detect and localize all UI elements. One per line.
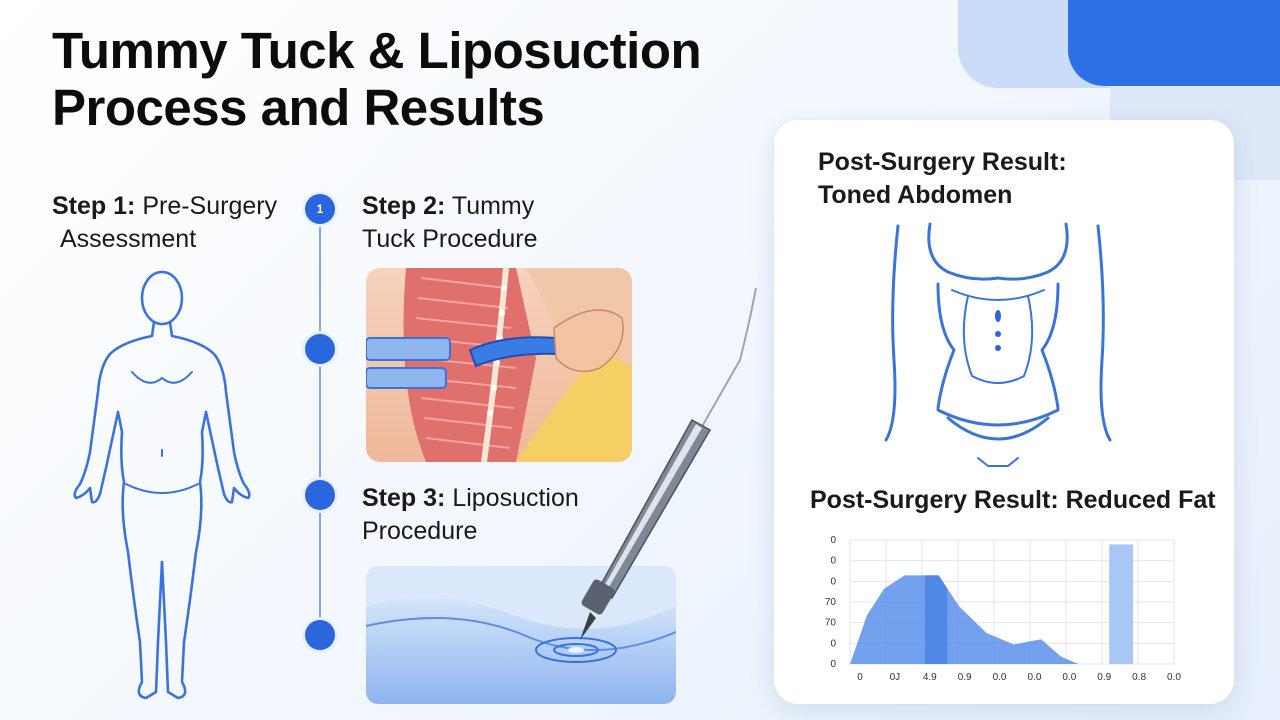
step-2-label: Step 2: Tummy Tuck Procedure (362, 190, 622, 256)
chart-area-series (850, 575, 1079, 664)
x-tick-label: 0 (857, 672, 863, 683)
y-tick-label: 70 (825, 618, 837, 629)
timeline-marker-2 (305, 334, 335, 364)
tummy-tuck-illustration (366, 268, 632, 462)
y-tick-label: 70 (825, 597, 837, 608)
chart-y-ticks: 0 0 70 70 0 0 0 (825, 535, 837, 670)
step-3-text-1: Liposuction (452, 484, 579, 512)
timeline-line (319, 206, 321, 638)
x-tick-label: 0.8 (1132, 672, 1146, 683)
page-title: Tummy Tuck & Liposuction Process and Res… (52, 22, 702, 136)
chart-bar-series (1109, 544, 1134, 664)
timeline-marker-4 (305, 620, 335, 650)
toned-title-line-2: Toned Abdomen (818, 181, 1013, 209)
reduced-fat-chart: 0 0 70 70 0 0 0 0 0J 4.9 0.9 0.0 0.0 0.0 0.9 0.8 0.0 (825, 535, 1182, 683)
toned-torso-icon (884, 222, 1112, 467)
corner-decoration-blue (1068, 0, 1280, 86)
step-1-prefix: Step 1: (52, 192, 136, 220)
step-1-label: Step 1: Pre-Surgery Assessment (52, 190, 302, 256)
area-series (850, 575, 1079, 664)
step-3-text-2: Procedure (362, 517, 478, 545)
y-tick-label: 0 (830, 576, 836, 587)
toned-title-line-1: Post-Surgery Result: (818, 148, 1067, 176)
x-tick-label: 0.0 (993, 672, 1007, 683)
x-tick-label: 4.9 (923, 672, 937, 683)
step-2-text-1: Tummy (451, 192, 535, 220)
chart-x-ticks: 0 0J 4.9 0.9 0.0 0.0 0.0 0.9 0.8 0.0 (857, 672, 1181, 683)
timeline-marker-1: 1 (305, 194, 335, 224)
step-1-text-2: Assessment (60, 225, 197, 253)
x-tick-label: 0.9 (1097, 672, 1111, 683)
cannula-icon (580, 287, 757, 640)
step-3-prefix: Step 3: (362, 484, 446, 512)
reduced-fat-title: Post-Surgery Result: Reduced Fat (810, 486, 1216, 514)
x-tick-label: 0J (890, 672, 901, 683)
x-tick-label: 0.0 (1027, 672, 1041, 683)
step-3-label: Step 3: Liposuction Procedure (362, 482, 622, 548)
step-2-prefix: Step 2: (362, 192, 446, 220)
title-line-2: Process and Results (52, 79, 545, 136)
liposuction-skin-illustration (366, 566, 676, 704)
bar (1109, 544, 1134, 664)
timeline-marker-3 (305, 480, 335, 510)
y-tick-label: 0 (830, 535, 836, 546)
body-outline-icon (73, 270, 251, 700)
results-card (774, 120, 1234, 704)
title-line-1: Tummy Tuck & Liposuction (52, 22, 702, 79)
step-2-text-2: Tuck Procedure (362, 225, 538, 253)
step-1-text-1: Pre-Surgery (142, 192, 278, 220)
x-tick-label: 0.9 (958, 672, 972, 683)
y-tick-label: 0 (830, 659, 836, 670)
toned-abdomen-title: Post-Surgery Result: Toned Abdomen (818, 146, 1067, 212)
y-tick-label: 0 (830, 556, 836, 567)
x-tick-label: 0.0 (1167, 672, 1181, 683)
y-tick-label: 0 (830, 638, 836, 649)
x-tick-label: 0.0 (1062, 672, 1076, 683)
